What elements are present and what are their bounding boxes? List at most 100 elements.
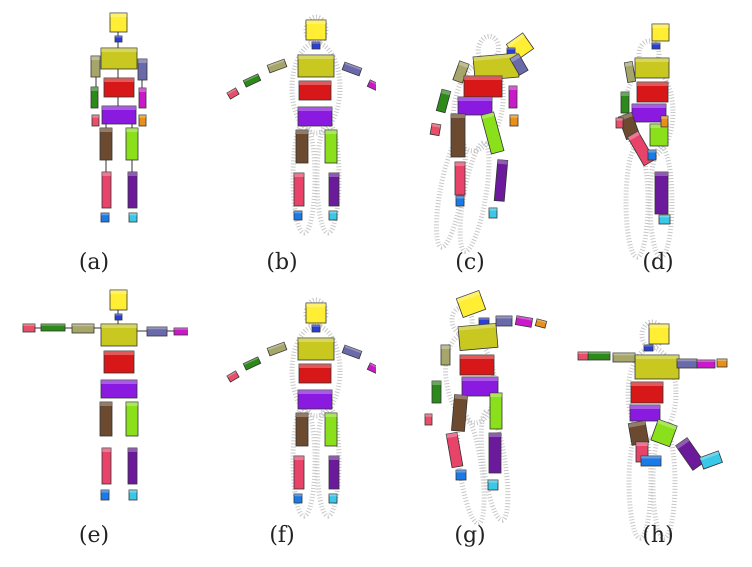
left-upper-arm-block <box>452 60 470 84</box>
head-block <box>455 289 487 319</box>
abdomen-block <box>459 354 495 376</box>
chest-block <box>100 47 138 70</box>
left-hand-block <box>577 351 589 361</box>
left-hand-block <box>615 117 624 129</box>
left-hand-block <box>424 413 433 426</box>
abdomen-block <box>630 381 664 404</box>
panel-d: (d) <box>564 0 752 283</box>
panel-g: (g) <box>376 283 564 566</box>
right-forearm-block <box>138 87 147 109</box>
panel-label-f: (f) <box>269 523 295 548</box>
left-forearm-block <box>40 323 66 332</box>
left-foot-block <box>455 195 465 207</box>
right-shin-block <box>675 437 705 471</box>
abdomen-block <box>103 350 135 374</box>
head-block <box>305 19 327 41</box>
right-thigh-block <box>650 418 678 448</box>
right-shin-block <box>328 455 340 490</box>
left-shin-block <box>101 447 112 485</box>
abdomen-block <box>103 77 135 98</box>
left-forearm-block <box>90 86 99 109</box>
panel-label-g: (g) <box>454 523 486 548</box>
right-forearm-block <box>508 85 518 109</box>
neck-block <box>643 344 654 352</box>
left-foot-block <box>293 210 303 221</box>
pelvis-block <box>101 105 137 125</box>
left-upper-arm-block <box>266 58 288 74</box>
panel-h: (h) <box>564 283 752 566</box>
right-thigh-block <box>489 392 503 430</box>
pelvis-block <box>461 376 499 397</box>
abdomen-block <box>463 75 503 98</box>
left-shin-block <box>101 171 112 209</box>
head-block <box>648 323 670 345</box>
left-shin-block <box>454 161 466 196</box>
left-upper-arm-block <box>623 60 637 84</box>
right-hand-block <box>534 318 548 329</box>
right-forearm-block <box>514 315 534 328</box>
left-forearm-block <box>435 88 452 114</box>
right-upper-arm-block <box>676 358 698 369</box>
head-block <box>109 12 128 33</box>
right-thigh-block <box>125 401 139 437</box>
right-upper-arm-block <box>137 58 148 81</box>
left-shin-block <box>445 431 464 469</box>
right-foot-block <box>699 450 723 470</box>
chest-block <box>297 337 335 361</box>
left-foot-block <box>455 469 467 481</box>
left-hand-block <box>226 87 240 100</box>
right-thigh-block <box>324 129 338 164</box>
left-foot-block <box>293 493 303 504</box>
right-shin-block <box>493 159 509 202</box>
left-forearm-block <box>242 73 262 88</box>
right-foot-block <box>487 479 499 491</box>
skeleton-model-a <box>90 12 148 223</box>
right-shin-block <box>127 447 138 485</box>
abdomen-block <box>298 363 332 384</box>
right-forearm-block <box>696 359 716 369</box>
panel-label-e: (e) <box>78 523 110 548</box>
pelvis-block <box>297 106 333 127</box>
fitted-model-h <box>577 319 728 541</box>
left-thigh-block <box>627 420 650 446</box>
left-hand-block <box>429 122 442 137</box>
fitted-model-b <box>226 14 376 236</box>
panel-label-b: (b) <box>266 250 298 275</box>
chest-block <box>100 323 138 347</box>
neck-block <box>311 41 321 50</box>
left-forearm-block <box>431 380 442 404</box>
joint-connectors <box>95 32 143 172</box>
right-thigh-block <box>125 127 139 161</box>
fitted-model-d <box>615 23 676 260</box>
chest-block <box>457 322 499 352</box>
right-hand-block <box>716 358 728 368</box>
right-foot-block <box>328 493 338 504</box>
pelvis-block <box>100 379 138 399</box>
left-thigh-block <box>99 127 113 161</box>
panel-f: (f) <box>188 283 376 566</box>
left-forearm-block <box>587 351 611 361</box>
pelvis-block <box>629 404 661 422</box>
chest-block <box>297 54 335 78</box>
skeleton-model-e <box>22 289 188 501</box>
left-upper-arm-block <box>266 341 288 357</box>
left-thigh-block <box>451 394 468 432</box>
left-hand-block <box>226 370 240 383</box>
right-upper-arm-block <box>509 53 529 76</box>
right-thigh-block <box>649 123 669 147</box>
head-block <box>109 289 128 311</box>
right-foot-block <box>328 210 338 221</box>
panel-label-c: (c) <box>455 250 485 275</box>
right-hand-block <box>509 114 519 127</box>
right-foot-block <box>128 489 138 501</box>
right-shin-block <box>328 172 340 207</box>
left-shin-block <box>293 172 305 207</box>
left-upper-arm-block <box>440 344 451 366</box>
right-hand-block <box>138 114 147 127</box>
chest-block <box>634 57 670 79</box>
neck-block <box>311 324 321 333</box>
right-upper-arm-block <box>341 61 363 77</box>
left-foot-block <box>100 489 110 501</box>
abdomen-block <box>636 81 669 103</box>
neck-block <box>114 35 123 43</box>
